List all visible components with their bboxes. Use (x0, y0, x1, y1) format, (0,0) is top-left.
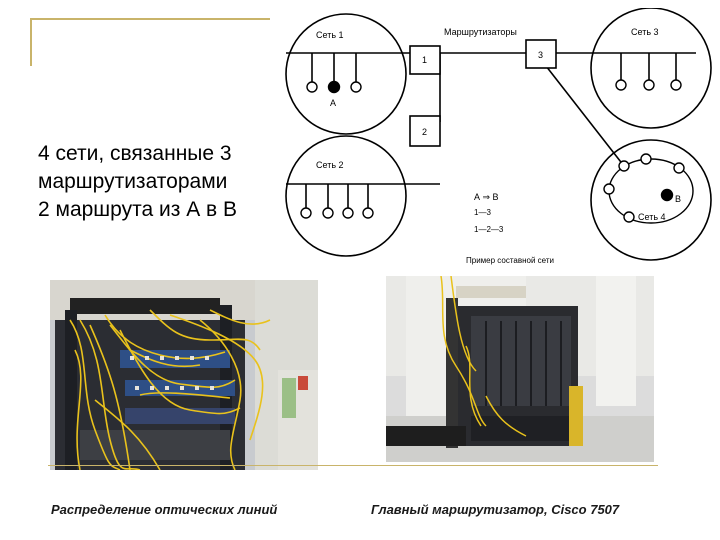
router-cisco-photo (386, 276, 654, 462)
net3-label: Сеть 3 (631, 27, 659, 37)
host-icon (640, 153, 652, 165)
host-icon (300, 207, 312, 219)
decor-vertical-line (30, 18, 32, 66)
link-r3-net4 (545, 65, 625, 167)
router-3-label: 3 (538, 50, 543, 60)
router-1 (409, 45, 441, 75)
slide-text: 4 сети, связанные 3 маршрутизаторами 2 м… (38, 140, 278, 224)
text-line-3: 2 маршрута из А в В (38, 198, 238, 221)
host-icon (615, 79, 627, 91)
caption-right: Главный маршрутизатор, Cisco 7507 (371, 502, 620, 517)
router-2-label: 2 (422, 127, 427, 137)
host-icon (350, 81, 362, 93)
host-icon (623, 211, 635, 223)
host-icon (342, 207, 354, 219)
host-b-label: В (675, 194, 681, 204)
host-b-icon (660, 188, 674, 202)
text-line-1: 4 сети, связанные 3 (38, 142, 232, 165)
route-1: 1—3 (474, 208, 491, 217)
host-icon (322, 207, 334, 219)
network-3-circle (590, 8, 712, 129)
host-a-icon (327, 80, 341, 94)
network-4-circle (590, 139, 712, 261)
fiber-distribution-photo (50, 280, 318, 470)
decor-horizontal-line (30, 18, 270, 20)
network-diagram: Сеть 1 Сеть 2 Сеть 3 Сеть 4 Маршрутизато… (285, 8, 712, 265)
host-a-label: А (330, 98, 336, 108)
text-line-2: маршрутизаторами (38, 170, 228, 193)
host-icon (618, 160, 630, 172)
router-1-label: 1 (422, 55, 427, 65)
route-2: 1—2—3 (474, 225, 504, 234)
routers-label: Маршрутизаторы (444, 27, 517, 37)
route-title: А ⇒ В (474, 192, 499, 202)
net2-label: Сеть 2 (316, 160, 344, 170)
host-icon (673, 162, 685, 174)
host-icon (670, 79, 682, 91)
host-icon (643, 79, 655, 91)
network-1-circle (285, 13, 407, 135)
router-3 (525, 39, 557, 69)
net4-label: Сеть 4 (638, 212, 666, 222)
diagram-caption: Пример составной сети (466, 256, 554, 265)
network-2-circle (285, 135, 407, 257)
host-icon (306, 81, 318, 93)
router-2 (409, 115, 441, 147)
host-icon (603, 183, 615, 195)
host-icon (362, 207, 374, 219)
net1-label: Сеть 1 (316, 30, 344, 40)
decor-bottom-line (48, 465, 658, 466)
caption-left: Распределение оптических линий (51, 502, 278, 517)
